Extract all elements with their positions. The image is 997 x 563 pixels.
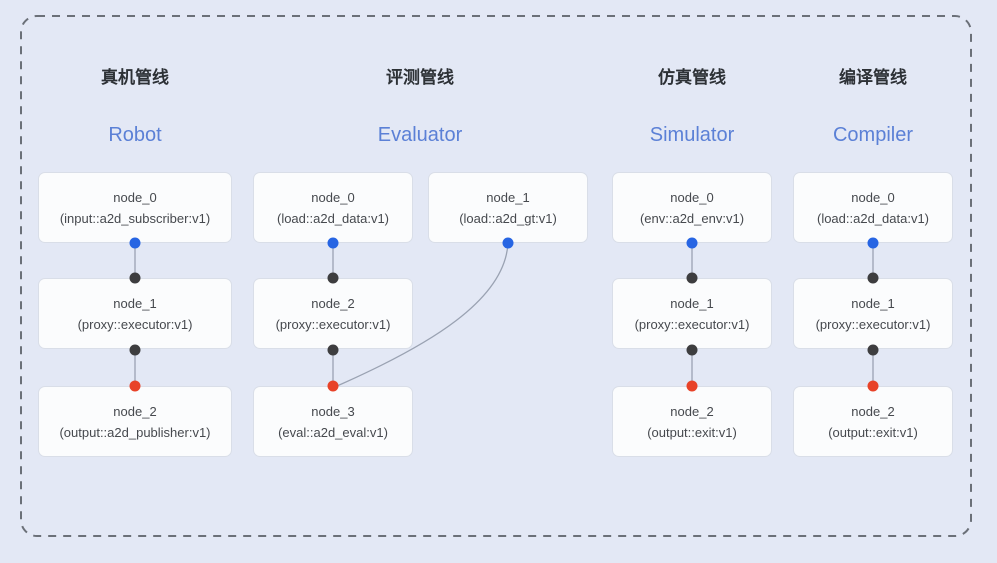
node-name: node_0 xyxy=(851,189,895,205)
simulator-node-1: node_1 (proxy::executor:v1) xyxy=(612,278,772,349)
compiler-node-0: node_0 (load::a2d_data:v1) xyxy=(793,172,953,243)
evaluator-node1-output-port-dot xyxy=(502,237,514,249)
simulator-pipeline-title-zh: 仿真管线 xyxy=(658,68,726,87)
node-type: (output::exit:v1) xyxy=(647,424,737,440)
compiler-pipeline-title-zh: 编译管线 xyxy=(839,68,907,87)
evaluator-pipeline-title-zh: 评测管线 xyxy=(386,68,454,87)
robot-pipeline-title-zh: 真机管线 xyxy=(101,68,169,87)
node-type: (output::a2d_publisher:v1) xyxy=(59,424,211,440)
compiler-node1-input-port-dot xyxy=(867,272,879,284)
node-name: node_0 xyxy=(670,189,714,205)
node-type: (proxy::executor:v1) xyxy=(275,316,391,332)
robot-node2-input-port-dot xyxy=(129,380,141,392)
node-name: node_1 xyxy=(486,189,530,205)
node-type: (output::exit:v1) xyxy=(828,424,918,440)
simulator-node2-input-port-dot xyxy=(686,380,698,392)
node-name: node_1 xyxy=(851,295,895,311)
node-type: (load::a2d_data:v1) xyxy=(816,210,930,226)
dashed-frame xyxy=(20,15,972,537)
compiler-node-2: node_2 (output::exit:v1) xyxy=(793,386,953,457)
evaluator-pipeline-title-en: Evaluator xyxy=(377,124,463,146)
node-type: (load::a2d_data:v1) xyxy=(276,210,390,226)
robot-node-0: node_0 (input::a2d_subscriber:v1) xyxy=(38,172,232,243)
node-type: (proxy::executor:v1) xyxy=(77,316,193,332)
simulator-node-2: node_2 (output::exit:v1) xyxy=(612,386,772,457)
evaluator-node-0: node_0 (load::a2d_data:v1) xyxy=(253,172,413,243)
node-name: node_2 xyxy=(851,403,895,419)
simulator-node-0: node_0 (env::a2d_env:v1) xyxy=(612,172,772,243)
evaluator-node0-output-port-dot xyxy=(327,237,339,249)
evaluator-node3-input-port-dot xyxy=(327,380,339,392)
node-name: node_3 xyxy=(311,403,355,419)
evaluator-node-2: node_2 (proxy::executor:v1) xyxy=(253,278,413,349)
compiler-pipeline-title-en: Compiler xyxy=(832,124,914,146)
compiler-node-1: node_1 (proxy::executor:v1) xyxy=(793,278,953,349)
evaluator-node-3: node_3 (eval::a2d_eval:v1) xyxy=(253,386,413,457)
node-type: (load::a2d_gt:v1) xyxy=(459,210,557,226)
robot-node1-output-port-dot xyxy=(129,344,141,356)
simulator-node1-output-port-dot xyxy=(686,344,698,356)
compiler-node1-output-port-dot xyxy=(867,344,879,356)
robot-node0-output-port-dot xyxy=(129,237,141,249)
node-type: (proxy::executor:v1) xyxy=(634,316,750,332)
node-name: node_2 xyxy=(311,295,355,311)
node-name: node_1 xyxy=(113,295,157,311)
node-type: (input::a2d_subscriber:v1) xyxy=(59,210,211,226)
node-name: node_0 xyxy=(113,189,157,205)
simulator-node0-output-port-dot xyxy=(686,237,698,249)
evaluator-node2-input-port-dot xyxy=(327,272,339,284)
compiler-node2-input-port-dot xyxy=(867,380,879,392)
node-name: node_2 xyxy=(670,403,714,419)
node-name: node_2 xyxy=(113,403,157,419)
edge-evaluator-n1-n3-curve xyxy=(336,242,509,387)
node-type: (eval::a2d_eval:v1) xyxy=(278,424,388,440)
node-name: node_0 xyxy=(311,189,355,205)
node-type: (proxy::executor:v1) xyxy=(815,316,931,332)
robot-pipeline-title-en: Robot xyxy=(108,124,162,146)
simulator-node1-input-port-dot xyxy=(686,272,698,284)
node-type: (env::a2d_env:v1) xyxy=(639,210,745,226)
robot-node-1: node_1 (proxy::executor:v1) xyxy=(38,278,232,349)
robot-node1-input-port-dot xyxy=(129,272,141,284)
robot-node-2: node_2 (output::a2d_publisher:v1) xyxy=(38,386,232,457)
node-name: node_1 xyxy=(670,295,714,311)
evaluator-node-1: node_1 (load::a2d_gt:v1) xyxy=(428,172,588,243)
evaluator-node2-output-port-dot xyxy=(327,344,339,356)
simulator-pipeline-title-en: Simulator xyxy=(649,124,735,146)
compiler-node0-output-port-dot xyxy=(867,237,879,249)
